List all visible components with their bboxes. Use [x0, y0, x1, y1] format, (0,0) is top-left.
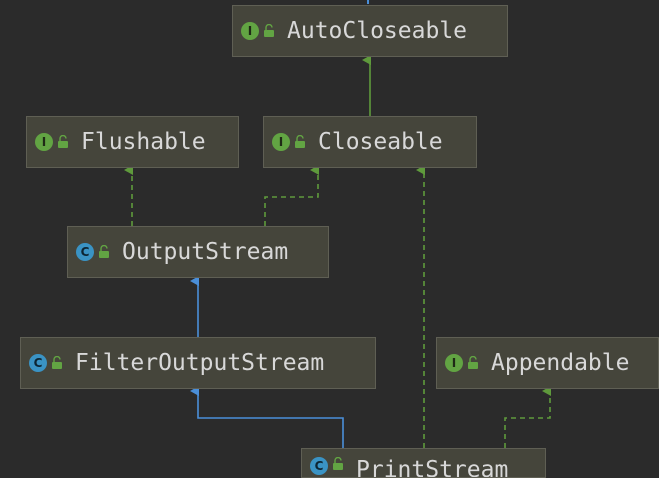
node-outputstream[interactable]: C OutputStream — [67, 226, 329, 278]
edge-outputstream-closeable — [264, 165, 319, 226]
unlock-icon — [58, 135, 68, 148]
node-label: OutputStream — [122, 239, 289, 265]
node-flushable[interactable]: I Flushable — [26, 116, 239, 168]
unlock-icon — [295, 135, 305, 148]
unlock-icon — [333, 457, 343, 470]
unlock-icon — [52, 356, 62, 369]
unlock-icon — [468, 356, 478, 369]
class-icon: C — [76, 243, 94, 261]
node-label: Flushable — [81, 129, 206, 155]
node-appendable[interactable]: I Appendable — [436, 337, 659, 389]
interface-icon: I — [272, 133, 290, 151]
node-label: PrintStream — [356, 457, 509, 478]
interface-icon: I — [445, 354, 463, 372]
node-label: Appendable — [491, 350, 630, 376]
node-printstream[interactable]: C PrintStream — [301, 448, 546, 478]
edge-printstream-appendable — [504, 386, 551, 448]
node-filteroutputstream[interactable]: C FilterOutputStream — [20, 337, 376, 389]
edge-printstream-filteroutputstream — [190, 386, 344, 448]
node-closeable[interactable]: I Closeable — [263, 116, 477, 168]
node-label: Closeable — [318, 129, 443, 155]
unlock-icon — [264, 24, 274, 37]
class-icon: C — [29, 354, 47, 372]
interface-icon: I — [241, 22, 259, 40]
interface-icon: I — [35, 133, 53, 151]
node-label: AutoCloseable — [287, 18, 468, 44]
node-autocloseable[interactable]: I AutoCloseable — [232, 5, 508, 57]
unlock-icon — [99, 245, 109, 258]
node-label: FilterOutputStream — [75, 350, 325, 376]
class-icon: C — [310, 457, 328, 475]
